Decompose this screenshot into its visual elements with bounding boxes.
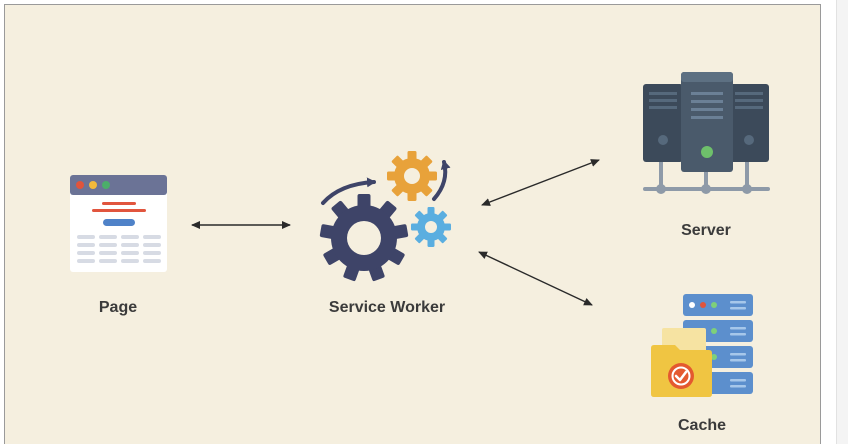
server-icon [643, 72, 770, 194]
rotate-arrow-icon [321, 177, 376, 205]
service-worker-label: Service Worker [328, 299, 446, 316]
scrollbar-track[interactable] [836, 0, 848, 444]
cache-icon [651, 294, 753, 397]
rotate-arrow-icon [432, 160, 451, 201]
blue-gear-icon [411, 207, 451, 247]
large-gear-icon [319, 194, 409, 282]
cache-label: Cache [677, 417, 727, 434]
gears-icon [319, 151, 451, 282]
connector-service-worker-cache [478, 251, 593, 306]
connector-service-worker-server [481, 159, 600, 206]
orange-gear-icon [387, 151, 437, 201]
page-icon [70, 175, 167, 272]
page-label: Page [98, 299, 138, 316]
checkmark-icon [674, 370, 688, 382]
server-label: Server [681, 222, 731, 239]
